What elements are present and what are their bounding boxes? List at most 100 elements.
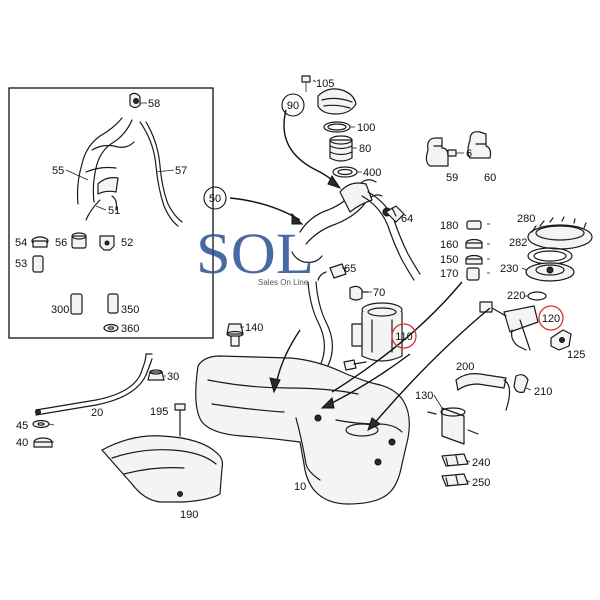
part-280-ring-nut [527,216,593,250]
arrow-50-to-neck [229,197,301,221]
callout-240: 240 [472,457,490,469]
part-282-seal [527,247,573,265]
part-230-flange [525,262,575,282]
part-140-grommet [226,323,244,347]
callout-80: 80 [359,143,371,155]
part-30-clip [147,369,165,381]
callout-6: 6 [466,148,472,160]
callout-30: 30 [167,371,179,383]
part-6-screw [447,149,464,157]
part-350-cylinder [107,293,119,314]
part-53-sleeve [32,255,44,273]
arrow-fittings-to-tank [331,281,463,393]
callout-130: 130 [415,390,433,402]
part-150-grommet [465,254,483,265]
part-10-fuel-tank [195,355,410,505]
part-51-tube [85,199,101,221]
part-80-sleeve [329,135,353,162]
callout-55: 55 [52,165,64,177]
part-90-boot [317,88,357,115]
callout-160: 160 [440,239,458,251]
part-45-washer [32,419,50,429]
callout-110: 110 [395,331,413,343]
part-58-clip [129,92,141,109]
part-300-cylinder [70,293,83,315]
part-70-plug [349,285,369,301]
part-64-clip [385,205,405,223]
part-52-clip [99,235,115,251]
part-170-sleeve [466,267,480,281]
part-195-bolt [174,403,186,437]
part-100-ring [323,121,351,133]
arrow-90-head [327,175,342,189]
part-125-sensor [550,329,572,351]
watermark-tagline: Sales On Line [258,278,309,287]
part-160-grommet [465,238,483,249]
part-120-sender [479,301,539,351]
part-59-bracket [425,137,449,167]
arrow-50-head [291,212,304,225]
part-200-bracket [455,373,511,411]
callout-20: 20 [91,407,103,419]
callout-350: 350 [121,304,139,316]
callout-59: 59 [446,172,458,184]
callout-400: 400 [363,167,381,179]
part-65-valve [317,263,347,281]
part-57-hose [139,121,183,227]
callout-200: 200 [456,361,474,373]
callout-170: 170 [440,268,458,280]
part-55-filler-neck [76,117,135,211]
callout-180: 180 [440,220,458,232]
callout-circle-90 [281,93,305,117]
part-360-washer [103,323,119,333]
callout-190: 190 [180,509,198,521]
callout-195: 195 [150,406,168,418]
callout-10: 10 [294,481,306,493]
leader-lines [48,79,532,483]
part-220-oring [527,291,547,301]
callout-54: 54 [15,237,27,249]
callout-circle-50 [203,186,227,210]
callout-280: 280 [517,213,535,225]
part-54-grommet [31,236,49,248]
callout-circle-120 [538,305,564,331]
callout-52: 52 [121,237,133,249]
inset-frame [8,87,214,339]
arrow-pump-to-tank [325,353,411,407]
part-190-heat-shield [101,435,224,503]
arrow-sender-to-tank [371,307,491,427]
callout-65: 65 [344,263,356,275]
callout-45: 45 [16,420,28,432]
callout-220: 220 [507,290,525,302]
part-250-bracket [441,473,469,487]
callout-57: 57 [175,165,187,177]
callout-150: 150 [440,254,458,266]
callout-360: 360 [121,323,139,335]
part-180-cap [466,220,482,230]
callout-40: 40 [16,437,28,449]
watermark-logo: SOL [196,221,314,286]
part-40-grommet [33,437,53,448]
callout-140: 140 [245,322,263,334]
callout-90: 90 [287,100,299,112]
callout-282: 282 [509,237,527,249]
callout-250: 250 [472,477,490,489]
callout-120: 120 [542,313,560,325]
part-400-ring [332,166,358,178]
part-20-strap [35,353,153,416]
callout-56: 56 [55,237,67,249]
arrow-pump-head [320,396,335,409]
part-56-clamp [71,232,87,249]
callout-50: 50 [209,193,221,205]
callout-circle-110 [391,323,417,349]
part-210-clip [513,374,529,393]
callout-58: 58 [148,98,160,110]
part-130-fuel-filter [427,407,479,445]
callout-210: 210 [534,386,552,398]
part-110-fuel-pump [343,302,403,371]
part-60-bracket [467,131,492,159]
callout-53: 53 [15,258,27,270]
callout-51: 51 [108,205,120,217]
arrow-sender-head [367,417,381,431]
callout-300: 300 [51,304,69,316]
